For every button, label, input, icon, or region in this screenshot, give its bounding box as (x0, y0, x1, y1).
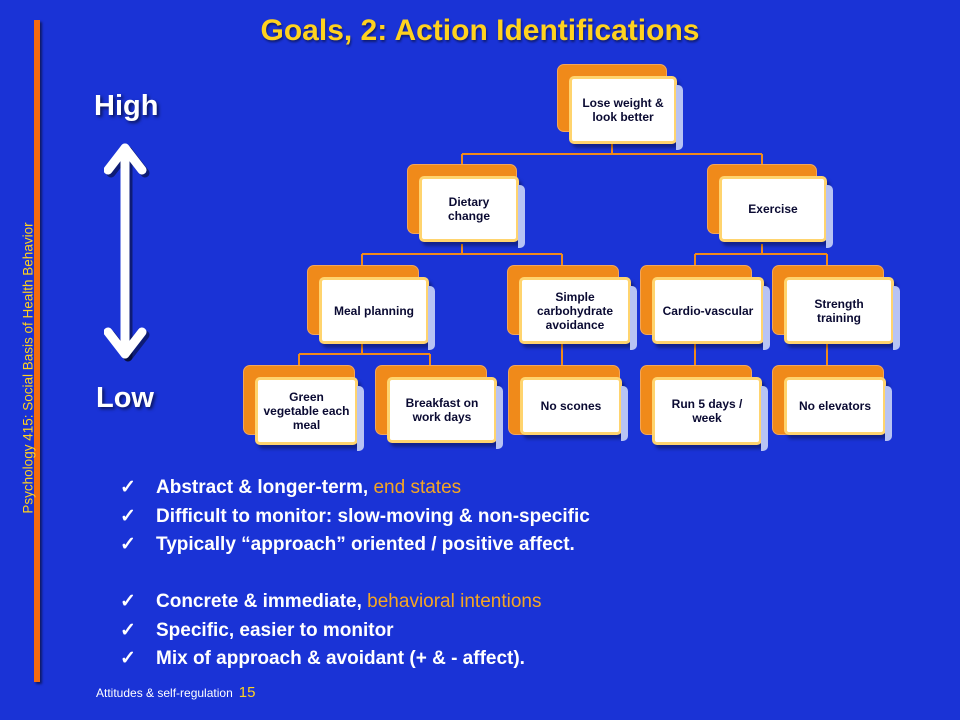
double-arrow-icon (104, 143, 150, 362)
level-low-label: Low (96, 382, 154, 414)
bullet-text: Concrete & immediate, (156, 591, 368, 612)
bullet-item: ✓ Specific, easier to monitor (120, 617, 820, 646)
node-label: Meal planning (319, 277, 435, 350)
node-label: No elevators (784, 377, 892, 441)
check-icon: ✓ (120, 619, 136, 641)
node-label: Strength training (784, 277, 900, 350)
slide-footer: Attitudes & self-regulation 15 (96, 684, 255, 701)
page-number: 15 (238, 684, 256, 701)
bullet-highlight: behavioral intentions (367, 591, 542, 612)
node-label: Breakfast on work days (387, 377, 503, 449)
bullet-item: ✓ Abstract & longer-term, end states (120, 474, 820, 503)
node-label: Run 5 days / week (652, 377, 768, 451)
level-high-label: High (94, 90, 159, 122)
bullet-text: Typically “approach” oriented / positive… (156, 534, 575, 555)
bullet-item: ✓ Typically “approach” oriented / positi… (120, 531, 820, 560)
check-icon: ✓ (120, 477, 136, 498)
bullet-item: ✓ Concrete & immediate, behavioral inten… (120, 588, 820, 617)
node-label: Exercise (719, 176, 833, 248)
node-label: Cardio-vascular (652, 277, 770, 350)
check-icon: ✓ (120, 505, 136, 527)
check-icon: ✓ (120, 648, 136, 669)
bullet-item: ✓ Difficult to monitor: slow-moving & no… (120, 503, 820, 532)
bullet-text: Mix of approach & avoidant (+ & - affect… (156, 648, 525, 669)
node-label: Lose weight & look better (569, 76, 683, 150)
side-accent-bar (34, 20, 40, 682)
footer-label: Attitudes & self-regulation (96, 686, 233, 700)
check-icon: ✓ (120, 591, 136, 612)
node-label: Dietary change (419, 176, 525, 248)
slide-title: Goals, 2: Action Identifications (260, 14, 700, 47)
node-label: Green vegetable each meal (255, 377, 364, 451)
bullet-highlight: end states (373, 477, 462, 498)
check-icon: ✓ (120, 534, 136, 555)
bullet-list: ✓ Abstract & longer-term, end states ✓ D… (120, 474, 820, 674)
bullet-item: ✓ Mix of approach & avoidant (+ & - affe… (120, 645, 820, 674)
bullet-text: Abstract & longer-term, (156, 477, 374, 498)
bullet-text: Difficult to monitor: slow-moving & non-… (156, 505, 590, 527)
node-label: No scones (520, 377, 628, 441)
bullet-text: Specific, easier to monitor (156, 619, 394, 641)
node-label: Simple carbohydrate avoidance (519, 277, 637, 350)
